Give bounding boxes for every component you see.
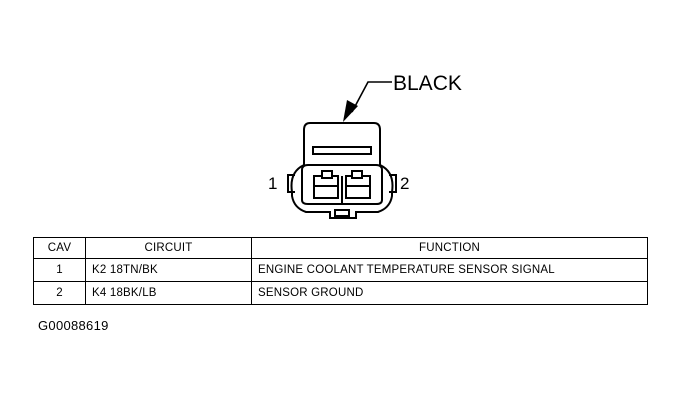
cell-cav: 1 [33, 258, 86, 282]
cavity-label-2: 2 [400, 174, 409, 193]
cell-function: ENGINE COOLANT TEMPERATURE SENSOR SIGNAL [251, 258, 648, 282]
pinout-table: CAV CIRCUIT FUNCTION 1 K2 18TN/BK ENGINE… [33, 237, 648, 305]
connector-color-label: BLACK [393, 72, 462, 95]
cell-cav: 2 [33, 281, 86, 305]
connector-body [287, 122, 397, 219]
color-callout-leader [351, 81, 392, 113]
header-cav: CAV [33, 237, 86, 259]
cavity-label-1: 1 [268, 174, 277, 193]
cell-circuit: K4 18BK/LB [85, 281, 252, 305]
header-circuit: CIRCUIT [85, 237, 252, 259]
connector-diagram: BLACK 1 2 [268, 72, 462, 219]
header-function: FUNCTION [251, 237, 648, 259]
figure-id: G00088619 [38, 318, 109, 333]
table-row: 2 K4 18BK/LB SENSOR GROUND [33, 281, 648, 305]
table-header-row: CAV CIRCUIT FUNCTION [33, 237, 648, 259]
table-row: 1 K2 18TN/BK ENGINE COOLANT TEMPERATURE … [33, 258, 648, 282]
cell-function: SENSOR GROUND [251, 281, 648, 305]
cell-circuit: K2 18TN/BK [85, 258, 252, 282]
callout-arrowhead [343, 100, 358, 122]
